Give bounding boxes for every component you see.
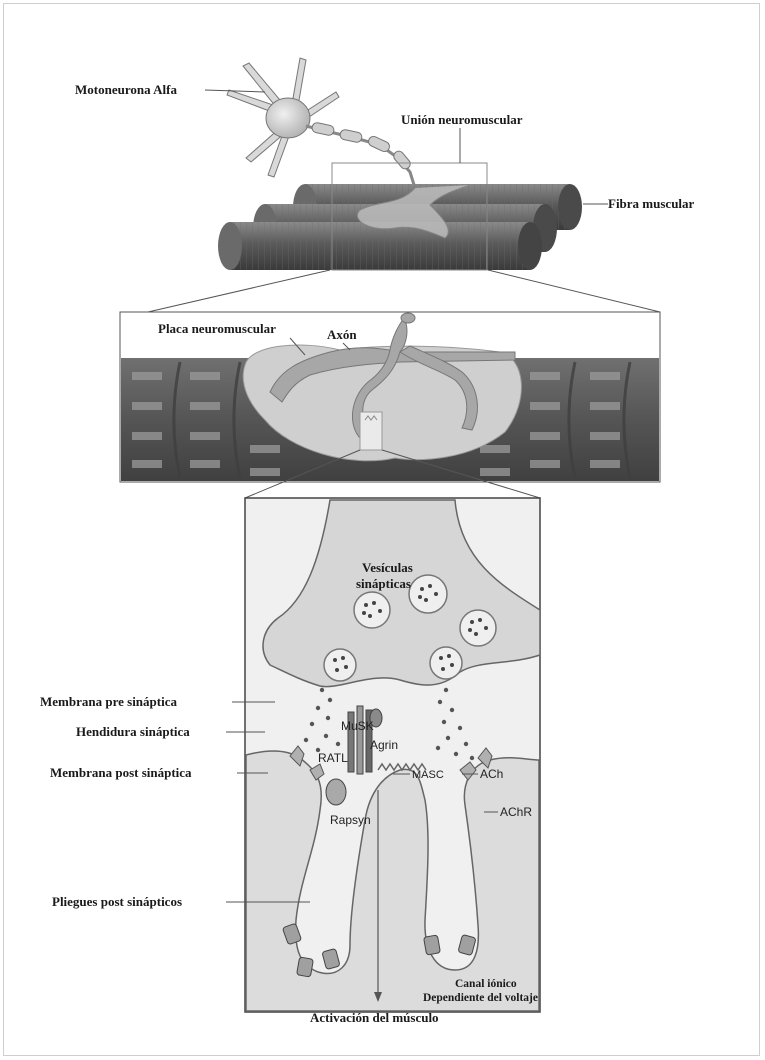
label-presynaptic-membrane: Membrana pre sináptica — [40, 694, 177, 709]
muscle-fibers — [218, 184, 582, 270]
label-synaptic-vesicles-2: sinápticas — [356, 576, 411, 591]
label-masc: MASC — [412, 769, 444, 781]
label-ion-channel-2: Dependiente del voltaje — [423, 992, 538, 1004]
label-postsynaptic-folds: Pliegues post sinápticos — [52, 894, 182, 909]
label-rapsyn: Rapsyn — [330, 813, 371, 827]
label-agrin: Agrin — [370, 738, 398, 752]
label-ach: ACh — [480, 767, 503, 781]
label-muscle-activation: Activación del músculo — [310, 1010, 439, 1025]
detail-highlight-box — [360, 412, 382, 450]
label-axon: Axón — [327, 327, 357, 342]
label-musk: MuSK — [341, 719, 374, 733]
top-panel: Motoneurona Alfa Unión neuromuscular Fib… — [75, 58, 695, 312]
label-endplate: Placa neuromuscular — [158, 321, 276, 336]
label-postsynaptic-membrane: Membrana post sináptica — [50, 765, 192, 780]
rapsyn-protein — [326, 779, 346, 805]
postsynaptic-muscle — [246, 751, 539, 1011]
label-muscle-fiber: Fibra muscular — [608, 196, 695, 211]
label-achr: AChR — [500, 805, 532, 819]
label-neuromuscular-junction: Unión neuromuscular — [401, 112, 523, 127]
bottom-panel: Vesículas sinápticas Membrana pre sinápt… — [40, 498, 540, 1025]
label-alpha-motoneuron: Motoneurona Alfa — [75, 82, 177, 97]
label-synaptic-cleft: Hendidura sináptica — [76, 724, 190, 739]
label-ratl: RATL — [318, 751, 348, 765]
middle-panel: Placa neuromuscular Axón — [120, 312, 660, 498]
label-synaptic-vesicles-1: Vesículas — [362, 560, 413, 575]
myelinated-axon — [306, 122, 415, 188]
motoneuron-cell — [227, 58, 339, 177]
label-ion-channel-1: Canal iónico — [455, 978, 517, 990]
